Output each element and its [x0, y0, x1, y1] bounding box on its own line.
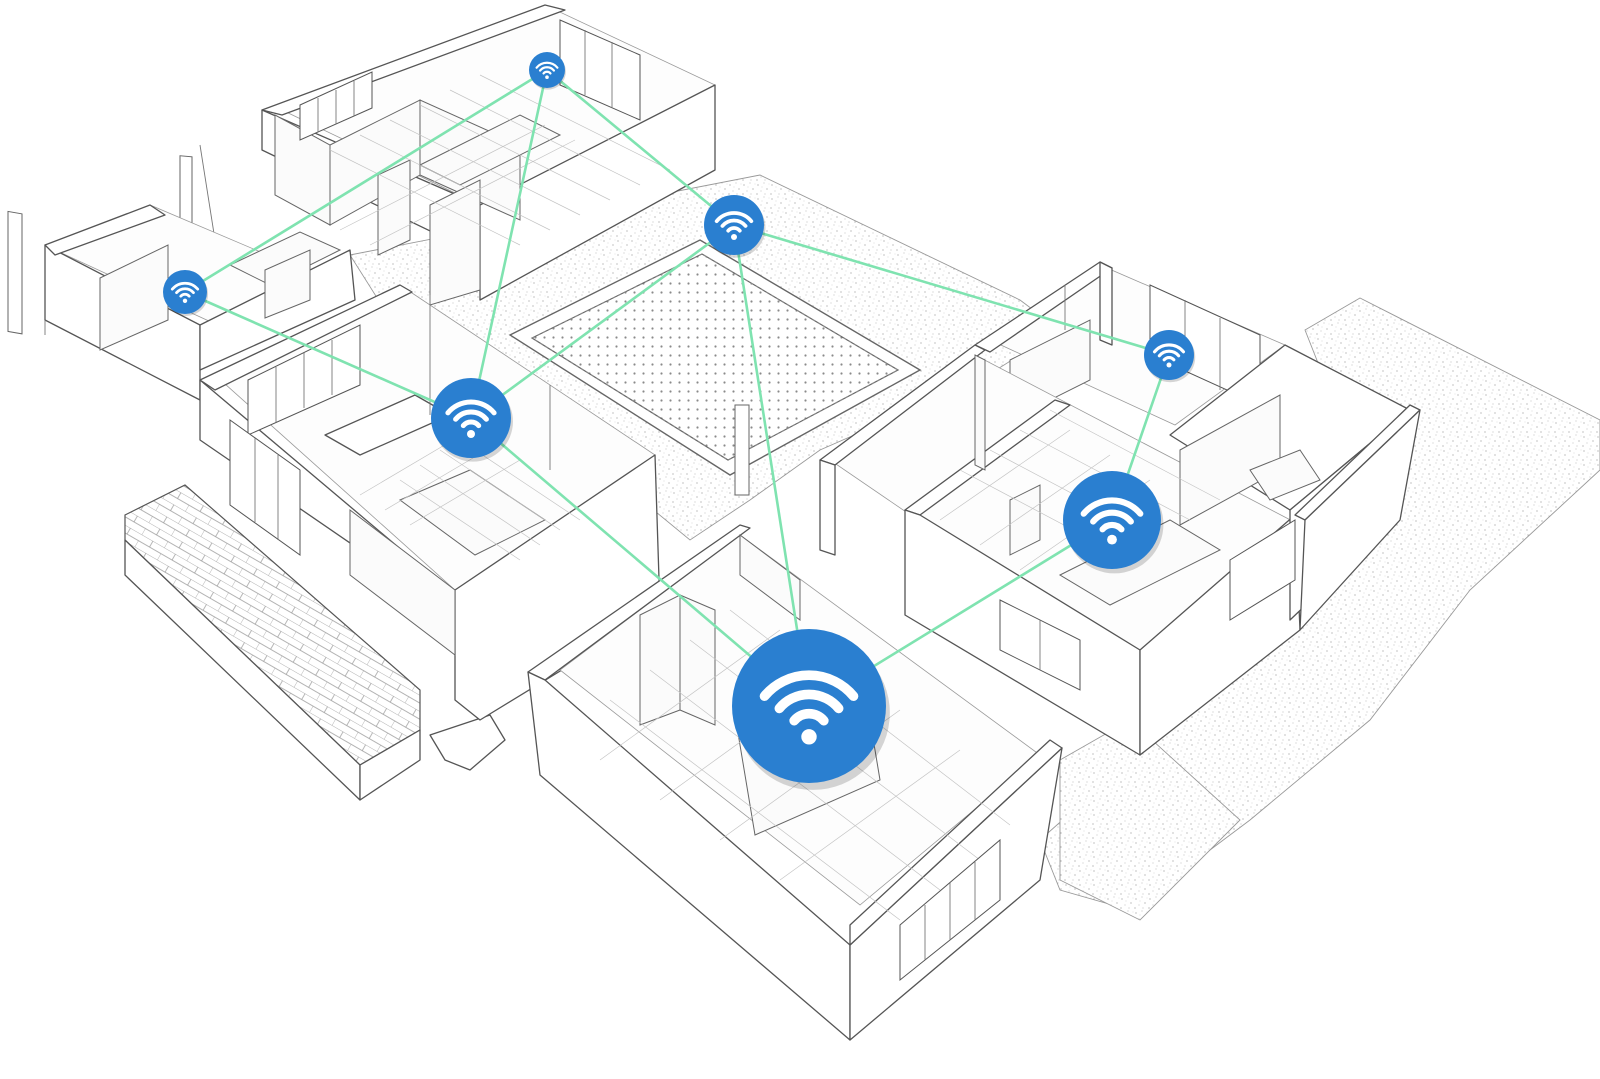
dining-room	[199, 284, 661, 721]
network-links	[183, 68, 1171, 708]
wifi-icon	[1080, 497, 1144, 545]
wifi-icon	[445, 399, 497, 438]
node-dining	[431, 378, 513, 462]
wifi-icon	[714, 211, 754, 240]
network-nodes	[163, 52, 1196, 790]
link-courtyard-dining	[469, 223, 736, 420]
right-exterior	[1294, 404, 1421, 631]
wooden-deck	[124, 484, 506, 801]
link-left-room-dining	[183, 290, 473, 420]
node-kitchen	[732, 629, 890, 790]
link-courtyard-right-room	[732, 223, 1171, 357]
link-top-room-left-room	[183, 68, 549, 294]
link-top-room-courtyard	[545, 68, 736, 227]
wifi-icon	[170, 281, 200, 303]
wifi-icon	[1152, 343, 1186, 368]
link-top-room-dining	[469, 68, 549, 420]
node-courtyard	[704, 195, 766, 258]
node-bedroom	[1063, 471, 1164, 574]
node-left-room	[163, 270, 209, 316]
top-room	[179, 4, 716, 306]
node-right-room	[1144, 330, 1196, 383]
link-courtyard-kitchen	[732, 223, 811, 708]
node-top-room	[529, 52, 566, 90]
wifi-icon	[535, 61, 559, 79]
left-room	[7, 204, 356, 401]
wifi-icon	[759, 670, 859, 745]
